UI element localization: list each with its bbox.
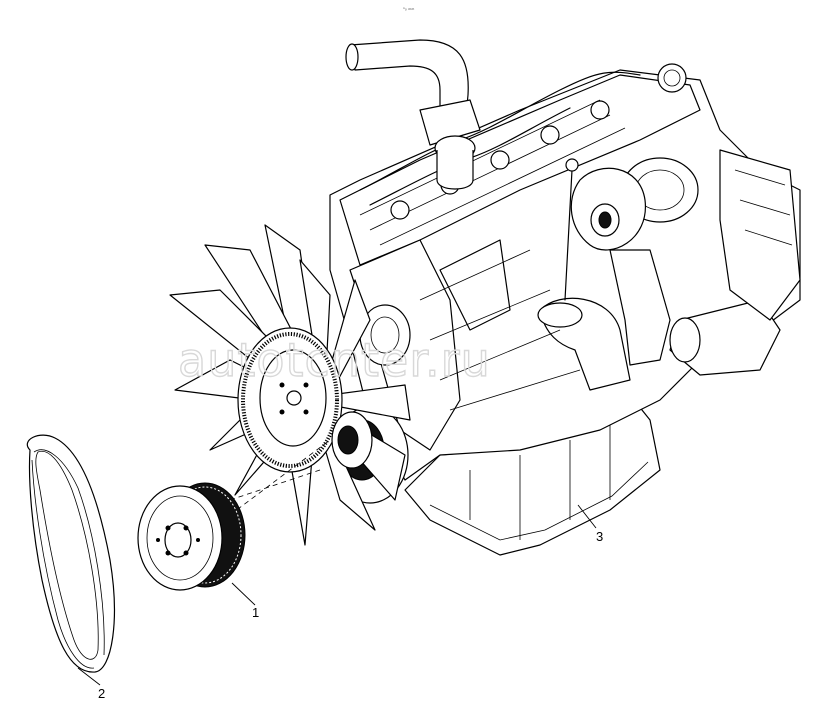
watermark-text: autotcnter.ru bbox=[178, 333, 491, 387]
pulley-icon bbox=[137, 482, 246, 591]
fan-icon bbox=[169, 224, 411, 546]
belt-icon bbox=[26, 434, 115, 673]
callout-1: 1 bbox=[231, 582, 259, 620]
callout-label-1: 1 bbox=[252, 605, 259, 620]
callout-3: 3 bbox=[577, 504, 603, 544]
callout-2: 2 bbox=[77, 667, 105, 701]
header-mark: ⁿₒ ₘₘ bbox=[403, 6, 414, 12]
callout-label-3: 3 bbox=[596, 529, 603, 544]
callout-label-2: 2 bbox=[98, 686, 105, 701]
engine-icon bbox=[329, 39, 801, 556]
